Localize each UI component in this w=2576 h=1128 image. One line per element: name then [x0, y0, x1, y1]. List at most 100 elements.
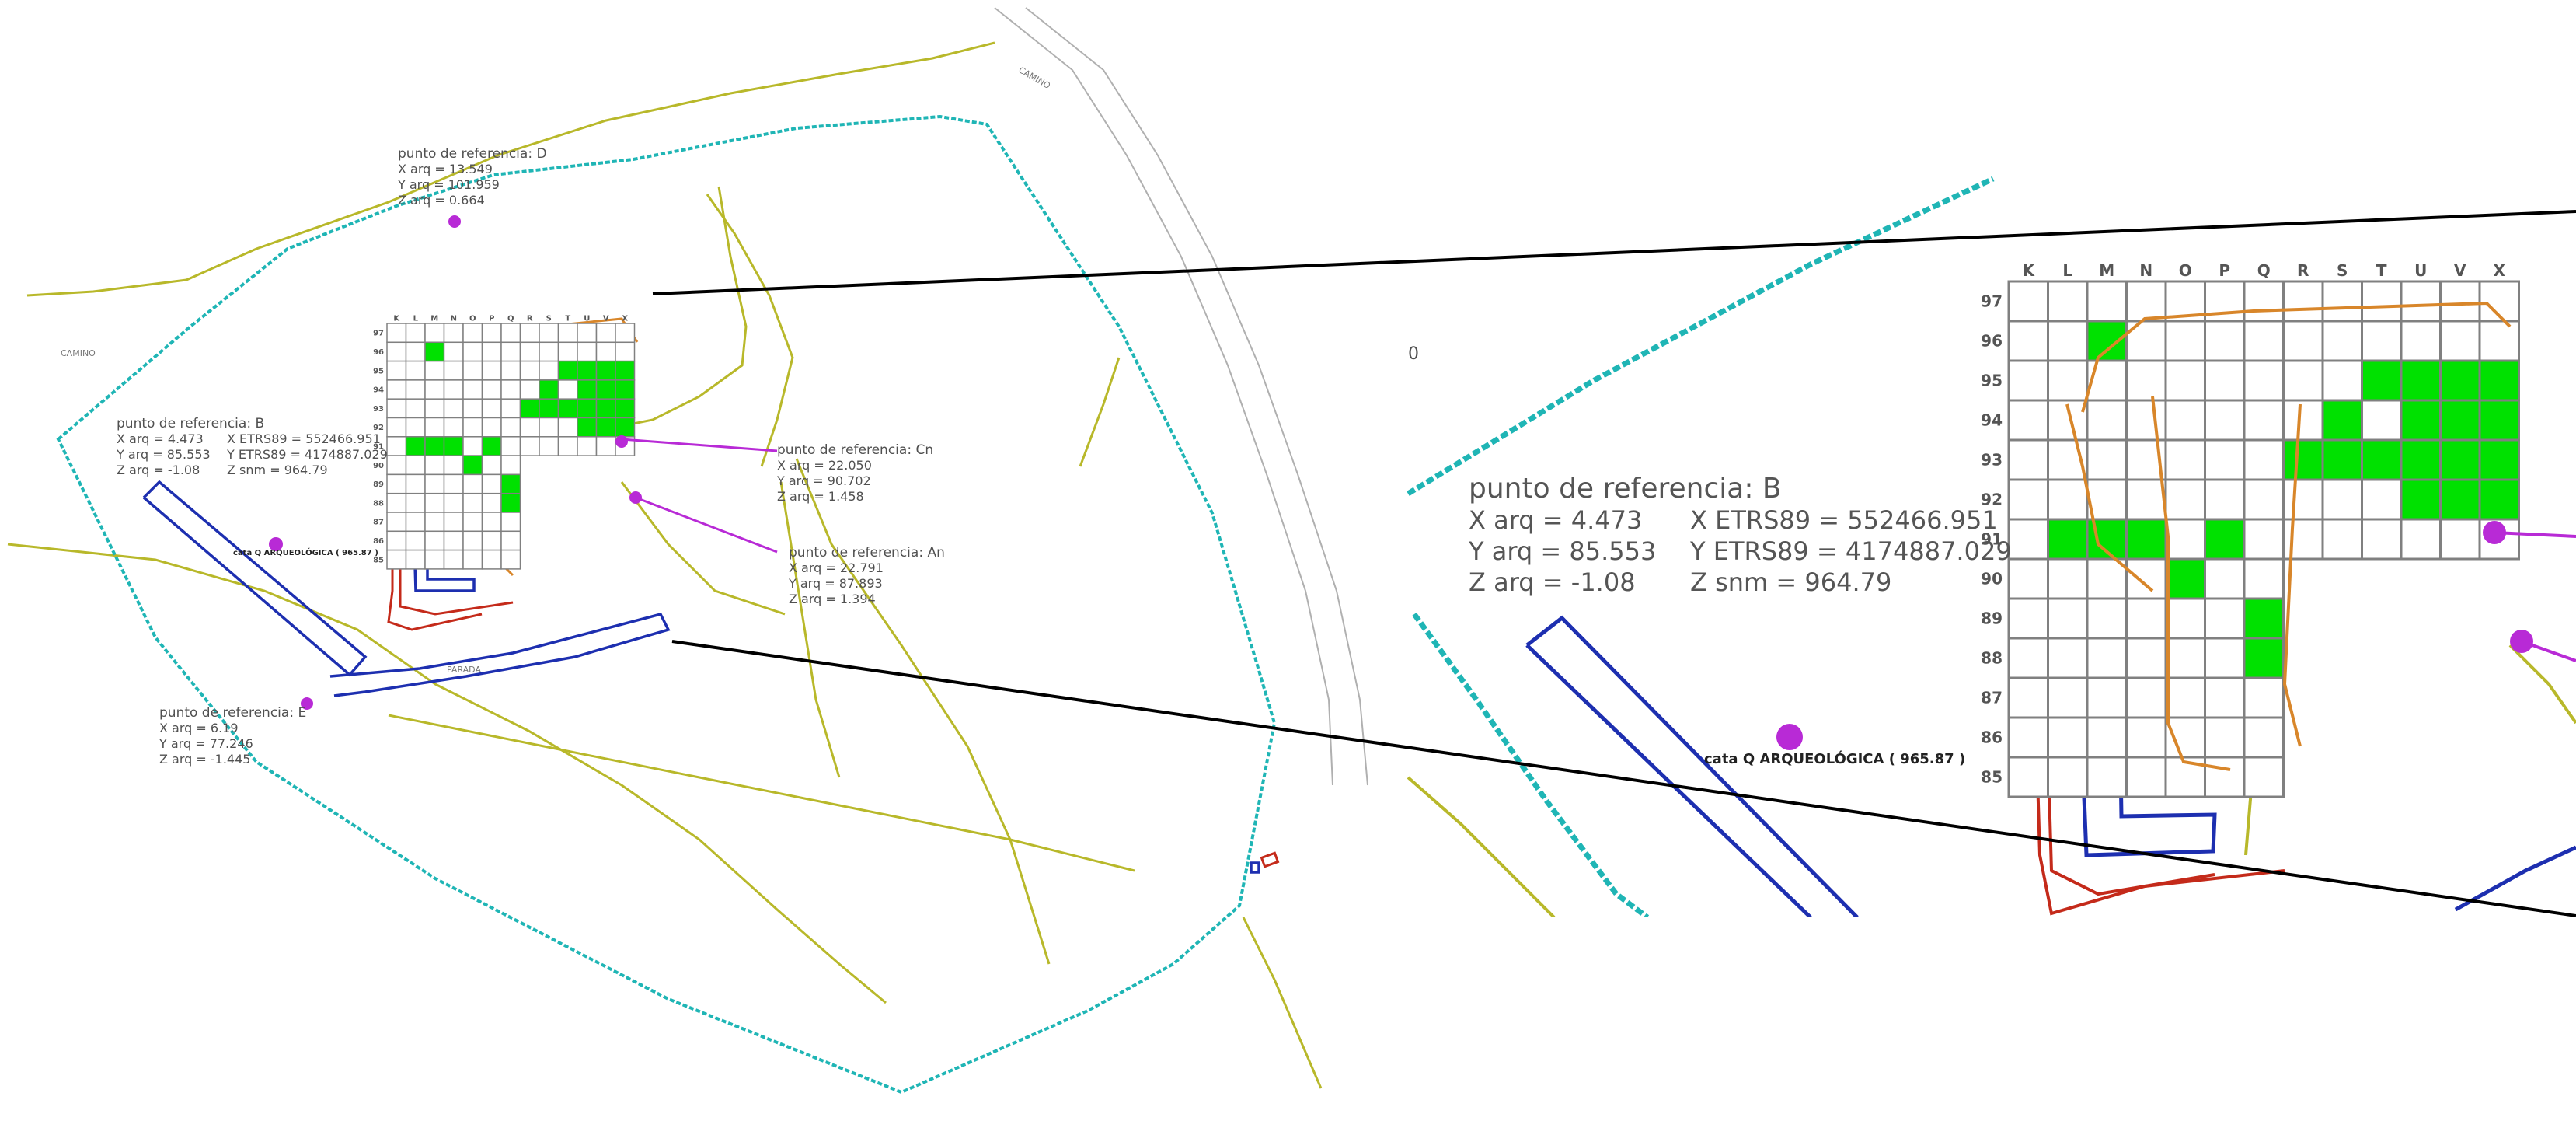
- grid-column-label: K: [2023, 261, 2036, 280]
- grid-cell: [539, 417, 559, 438]
- grid-cell: [2086, 676, 2128, 719]
- grid-cell: [2125, 557, 2167, 600]
- grid-cell: [2007, 756, 2049, 798]
- grid-column-label: U: [2414, 261, 2427, 280]
- grid-cell: [500, 323, 521, 344]
- grid-cell: [2164, 676, 2206, 719]
- walls-blue: [142, 457, 1260, 874]
- grid-row-label: 87: [373, 519, 384, 527]
- ref-point-y: Y arq = 85.553: [1468, 536, 1656, 566]
- grid-cell: [405, 398, 426, 419]
- terrain-line: [26, 41, 995, 297]
- grid-column-label: L: [2062, 261, 2072, 280]
- grid-row-label: 96: [373, 348, 384, 357]
- grid-cell: [481, 417, 502, 438]
- grid-cell: [2282, 438, 2324, 481]
- ref-point-title: punto de referencia: B: [117, 416, 264, 431]
- grid-cell: [2047, 280, 2089, 323]
- terrain-line: [795, 458, 1051, 965]
- grid-cell: [481, 436, 502, 456]
- grid-column-label: S: [546, 315, 552, 323]
- grid-column-label: X: [2494, 261, 2506, 280]
- grid-cell: [424, 530, 445, 551]
- grid-cell: [595, 360, 616, 381]
- grid-cell: [2164, 557, 2206, 600]
- grid-cell: [2007, 557, 2049, 600]
- stray-label: 0: [1408, 344, 1419, 364]
- grid-cell: [2164, 637, 2206, 679]
- grid-cell: [2321, 359, 2363, 402]
- grid-cell: [2007, 280, 2049, 323]
- grid-row-label: 88: [1981, 649, 2003, 668]
- grid-cell: [2007, 478, 2049, 521]
- grid-cell: [2243, 756, 2285, 798]
- grid-cell: [462, 417, 483, 438]
- grid-cell: [462, 473, 483, 494]
- grid-cell: [2243, 320, 2285, 362]
- grid-cell: [443, 530, 464, 551]
- grid-cell: [2478, 399, 2520, 442]
- grid-cell: [2243, 478, 2285, 521]
- grid-column-label: X: [622, 315, 628, 323]
- grid-cell: [386, 398, 407, 419]
- grid-column-label: T: [2376, 261, 2387, 280]
- grid-cell: [2007, 676, 2049, 719]
- ref-point-a: punto de referencia: An X arq = 22.791 Y…: [788, 545, 945, 606]
- grid-cell: [2439, 518, 2481, 561]
- grid-cell: [2164, 438, 2206, 481]
- grid-cell: [2243, 438, 2285, 481]
- grid-cell: [462, 323, 483, 344]
- grid-cell: [577, 323, 598, 344]
- grid-cell: [2047, 557, 2089, 600]
- grid-cell: [577, 341, 598, 362]
- site-boundary-zoom: [1412, 612, 1650, 917]
- grid-cell: [443, 323, 464, 344]
- reference-point-marker-icon: [448, 215, 461, 228]
- grid-cell: [2125, 478, 2167, 521]
- zoom-connector-line: [652, 210, 2576, 295]
- grid-cell: [2282, 478, 2324, 521]
- reference-markers: [269, 215, 642, 710]
- grid-cell: [595, 341, 616, 362]
- grid-cell: [2400, 280, 2442, 323]
- grid-cell: [462, 436, 483, 456]
- grid-cell: [386, 549, 407, 570]
- grid-cell: [2086, 320, 2128, 362]
- grid-cell: [519, 323, 540, 344]
- grid-cell: [577, 379, 598, 400]
- grid-cell: [2282, 280, 2324, 323]
- grid-cell: [2243, 518, 2285, 561]
- grid-cell: [2007, 518, 2049, 561]
- grid-cell: [2047, 756, 2089, 798]
- grid-cell: [2204, 676, 2246, 719]
- grid-cell: [2047, 597, 2089, 640]
- grid-cell: [2361, 320, 2403, 362]
- grid-cell: [2361, 399, 2403, 442]
- ref-point-x-etrs: X ETRS89 = 552466.951: [227, 431, 381, 446]
- grid-cell: [2243, 637, 2285, 679]
- grid-column-label: M: [2099, 261, 2114, 280]
- ref-point-title: punto de referencia: D: [398, 146, 547, 162]
- grid-row-label: 94: [373, 386, 384, 395]
- grid-cell: [462, 549, 483, 570]
- grid-column-label: U: [584, 315, 590, 323]
- grid-cell: [557, 417, 578, 438]
- grid-cell: [539, 436, 559, 456]
- grid-column-label: V: [603, 315, 609, 323]
- grid-cell: [519, 436, 540, 456]
- grid-cell: [2282, 359, 2324, 402]
- grid-cell: [2478, 478, 2520, 521]
- grid-cell: [481, 492, 502, 513]
- wall-blue: [1525, 615, 1859, 917]
- ref-point-x: X arq = 22.050: [777, 458, 872, 473]
- ref-point-z: Z arq = -1.08: [117, 463, 200, 477]
- grid-cell: [424, 398, 445, 419]
- grid-cell: [2361, 478, 2403, 521]
- grid-cell: [2243, 359, 2285, 402]
- grid-cell: [2007, 320, 2049, 362]
- grid-cell: [615, 379, 636, 400]
- grid-cell: [2007, 637, 2049, 679]
- grid-cell: [519, 360, 540, 381]
- grid-cell: [2243, 557, 2285, 600]
- grid-cell: [2086, 597, 2128, 640]
